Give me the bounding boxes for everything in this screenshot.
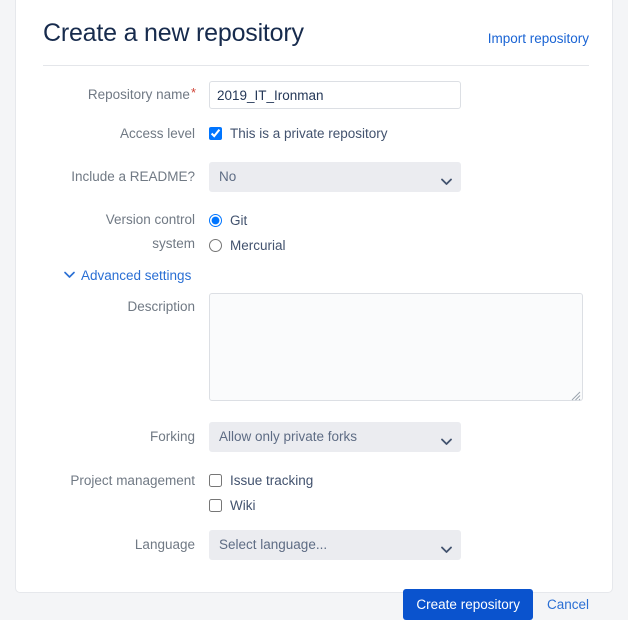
language-select-wrap[interactable]: Select language... bbox=[209, 529, 461, 560]
radio-git[interactable] bbox=[209, 214, 222, 227]
create-repository-form: Repository name* Access level This is a … bbox=[43, 81, 589, 620]
access-level-option[interactable]: This is a private repository bbox=[209, 123, 589, 144]
radio-mercurial-label: Mercurial bbox=[230, 238, 286, 253]
forking-field-col: Allow only private forks bbox=[209, 421, 589, 457]
import-repository-link[interactable]: Import repository bbox=[487, 31, 589, 46]
advanced-settings-toggle[interactable]: Advanced settings bbox=[64, 268, 191, 283]
repository-name-label-text: Repository name bbox=[87, 87, 190, 102]
project-management-option-issue-tracking[interactable]: Issue tracking bbox=[209, 470, 589, 491]
include-readme-label: Include a README? bbox=[71, 169, 195, 184]
issue-tracking-checkbox[interactable] bbox=[209, 473, 222, 487]
chevron-down-icon bbox=[64, 271, 75, 279]
access-level-label: Access level bbox=[119, 126, 195, 141]
version-control-option-git[interactable]: Git bbox=[209, 210, 589, 231]
wiki-checkbox[interactable] bbox=[209, 498, 222, 512]
description-textarea[interactable] bbox=[209, 292, 583, 401]
radio-git-label: Git bbox=[230, 213, 248, 228]
include-readme-select[interactable]: No bbox=[209, 162, 461, 192]
wiki-label: Wiki bbox=[230, 497, 256, 513]
form-actions: Create repository Cancel bbox=[43, 588, 589, 620]
private-repository-label: This is a private repository bbox=[230, 126, 388, 141]
required-marker: * bbox=[190, 85, 196, 100]
version-control-label-line2: system bbox=[152, 236, 195, 251]
version-control-label: Version control system bbox=[43, 210, 209, 252]
row-forking: Forking Allow only private forks bbox=[43, 421, 589, 457]
include-readme-field-col: No bbox=[209, 162, 589, 197]
forking-label: Forking bbox=[149, 428, 195, 444]
project-management-field-col: Issue tracking Wiki bbox=[209, 470, 589, 520]
language-field-col: Select language... bbox=[209, 529, 589, 565]
card-header: Create a new repository Import repositor… bbox=[43, 19, 589, 62]
repository-name-field-col bbox=[209, 81, 589, 109]
create-repository-card: Create a new repository Import repositor… bbox=[15, 0, 613, 620]
description-field-col bbox=[209, 292, 589, 406]
row-version-control: Version control system Git Mercurial bbox=[43, 210, 589, 260]
row-include-readme: Include a README? No bbox=[43, 162, 589, 197]
private-repository-checkbox[interactable] bbox=[209, 127, 222, 140]
project-management-label: Project management bbox=[70, 472, 195, 488]
version-control-option-mercurial[interactable]: Mercurial bbox=[209, 235, 589, 256]
issue-tracking-label: Issue tracking bbox=[230, 472, 314, 488]
row-repository-name: Repository name* bbox=[43, 81, 589, 109]
repository-name-label: Repository name* bbox=[43, 81, 209, 103]
description-label: Description bbox=[127, 298, 195, 314]
row-description: Description bbox=[43, 292, 589, 406]
advanced-settings-label: Advanced settings bbox=[81, 267, 192, 283]
project-management-option-wiki[interactable]: Wiki bbox=[209, 495, 589, 516]
description-textarea-wrap bbox=[209, 292, 583, 401]
header-divider bbox=[43, 65, 589, 66]
version-control-label-line1: Version control bbox=[105, 212, 195, 227]
card-content: Create a new repository Import repositor… bbox=[43, 19, 589, 620]
forking-select[interactable]: Allow only private forks bbox=[209, 421, 461, 452]
page-title: Create a new repository bbox=[43, 19, 304, 47]
row-access-level: Access level This is a private repositor… bbox=[43, 123, 589, 148]
version-control-field-col: Git Mercurial bbox=[209, 210, 589, 260]
include-readme-select-wrap[interactable]: No bbox=[209, 162, 461, 192]
forking-select-wrap[interactable]: Allow only private forks bbox=[209, 421, 461, 452]
row-project-management: Project management Issue tracking Wiki bbox=[43, 470, 589, 520]
row-language: Language Select language... bbox=[43, 529, 589, 565]
radio-mercurial[interactable] bbox=[209, 239, 222, 252]
cancel-link[interactable]: Cancel bbox=[546, 596, 589, 612]
repository-name-input[interactable] bbox=[209, 81, 461, 109]
language-label: Language bbox=[134, 536, 195, 552]
access-level-field-col: This is a private repository bbox=[209, 123, 589, 148]
language-select[interactable]: Select language... bbox=[209, 529, 461, 560]
create-repository-button[interactable]: Create repository bbox=[403, 588, 533, 620]
